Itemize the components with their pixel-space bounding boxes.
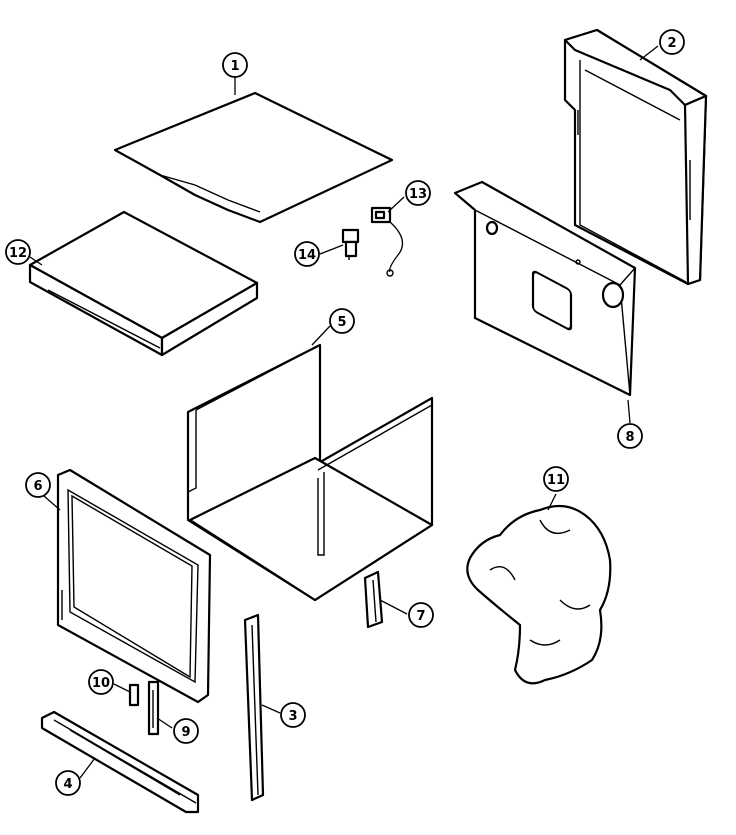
callout-11: 11 [543,466,569,492]
svg-text:13: 13 [409,187,427,202]
side-trim-strip [243,613,265,802]
callout-1: 1 [222,52,248,78]
callout-5: 5 [329,308,355,334]
svg-text:12: 12 [9,246,27,261]
callout-2: 2 [659,29,685,55]
callout-3: 3 [280,702,306,728]
cover-slab [28,210,259,357]
svg-text:2: 2 [667,36,676,51]
cabinet-body [186,343,434,602]
callout-14: 14 [294,241,320,267]
switch-with-wire [370,206,404,277]
svg-text:4: 4 [63,777,72,792]
callout-13: 13 [405,180,431,206]
svg-text:5: 5 [337,315,346,330]
callout-10: 10 [88,669,114,695]
svg-text:14: 14 [298,248,316,263]
small-clip [128,683,140,707]
callout-4: 4 [55,770,81,796]
back-panel [453,180,637,397]
hinge-strip [147,680,160,736]
svg-text:8: 8 [625,430,634,445]
svg-text:10: 10 [92,676,110,691]
connector-switch [341,228,360,260]
callout-6: 6 [25,472,51,498]
callout-7: 7 [408,602,434,628]
svg-text:1: 1 [230,59,239,74]
callout-12: 12 [5,239,31,265]
svg-text:9: 9 [181,725,190,740]
insulation-pad [466,504,612,685]
callout-9: 9 [173,718,199,744]
leader-lines [29,45,659,779]
svg-text:3: 3 [288,709,297,724]
svg-text:7: 7 [416,609,425,624]
top-panel [113,91,394,224]
svg-text:11: 11 [547,473,565,488]
door-frame [56,468,212,704]
callout-8: 8 [617,423,643,449]
svg-text:6: 6 [33,479,42,494]
corner-bracket [363,570,384,629]
kick-plate [40,710,200,814]
rear-frame [563,28,708,286]
